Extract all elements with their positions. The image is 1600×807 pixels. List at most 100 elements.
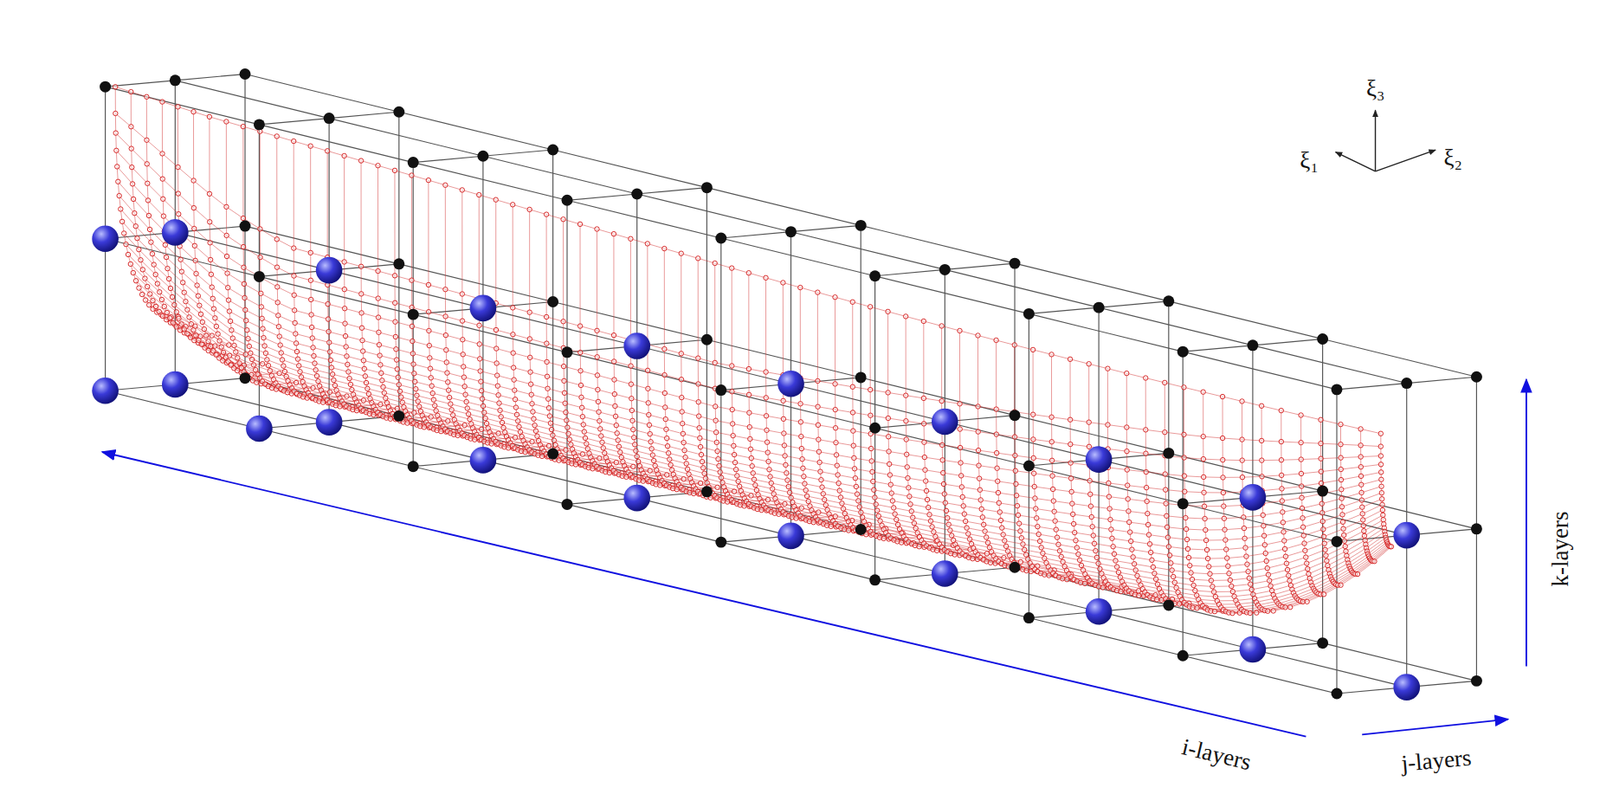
hull-point: [1239, 437, 1245, 442]
hull-point: [308, 277, 313, 283]
hull-point: [611, 332, 616, 337]
hull-point: [341, 306, 347, 311]
lattice-line: [706, 187, 708, 341]
hull-point: [358, 264, 363, 269]
hull-point: [1110, 544, 1116, 549]
hull-point: [729, 265, 734, 271]
hull-point: [633, 448, 639, 453]
lattice-line: [329, 118, 484, 157]
hull-point: [679, 409, 684, 414]
hull-point: [619, 454, 624, 459]
hull-point: [585, 446, 590, 452]
hull-point: [628, 363, 633, 368]
hull-point: [393, 319, 398, 324]
hull-point: [566, 431, 571, 436]
hull-point: [910, 515, 916, 520]
hull-point: [138, 257, 143, 262]
hull-point: [579, 405, 584, 410]
hull-point: [291, 138, 297, 143]
hull-point: [324, 148, 330, 154]
hull-point: [535, 433, 540, 439]
hull-point: [310, 345, 316, 350]
hull-point: [217, 338, 222, 343]
hull-point: [296, 363, 301, 368]
hull-point: [1105, 366, 1110, 371]
hull-point: [1242, 535, 1247, 541]
hull-point: [1051, 498, 1056, 504]
hull-point: [984, 535, 989, 540]
hull-point: [224, 119, 229, 124]
hull-point: [309, 312, 314, 317]
hull-point: [1264, 558, 1269, 563]
hull-point: [207, 219, 213, 225]
hull-point: [1090, 533, 1096, 538]
hull-point: [1245, 561, 1250, 567]
hull-point: [730, 432, 736, 438]
hull-point: [140, 267, 145, 272]
lattice-line: [398, 111, 400, 265]
hull-point: [798, 419, 803, 425]
hull-point: [412, 379, 417, 384]
hull-point: [312, 361, 317, 366]
hull-point: [347, 375, 352, 381]
hull-point: [823, 503, 828, 508]
hull-point: [531, 416, 536, 421]
hull-point: [801, 474, 807, 479]
lattice-line: [860, 225, 1015, 264]
hull-point: [1023, 552, 1028, 557]
hull-point: [1162, 487, 1168, 492]
hull-point: [512, 387, 517, 393]
hull-point: [178, 257, 183, 262]
hull-point: [393, 347, 399, 352]
hull-point: [959, 484, 964, 490]
hull-point: [483, 415, 488, 420]
hull-point: [446, 394, 452, 400]
hull-line: [378, 165, 449, 424]
hull-point: [1069, 489, 1074, 494]
hull-point: [1241, 525, 1246, 530]
hull-point: [1019, 535, 1024, 541]
hull-line: [141, 294, 1386, 597]
hull-point: [551, 438, 556, 443]
hull-point: [342, 333, 348, 338]
hull-point: [136, 285, 142, 291]
hull-point: [463, 392, 468, 397]
hull-point: [678, 377, 684, 382]
hull-point: [1298, 439, 1304, 445]
hull-point: [872, 495, 878, 500]
hull-point: [115, 164, 120, 169]
hull-point: [399, 394, 404, 400]
hull-line: [128, 254, 1383, 567]
hull-point: [259, 316, 265, 321]
hull-point: [1183, 515, 1188, 520]
hull-point: [942, 500, 948, 505]
hull-point: [499, 419, 504, 425]
lattice-line: [567, 503, 722, 542]
hull-point: [652, 463, 658, 468]
hull-point: [856, 498, 861, 504]
hull-line: [1380, 433, 1392, 548]
hull-point: [998, 517, 1003, 523]
hull-line: [664, 248, 735, 494]
hull-point: [397, 388, 402, 394]
hull-point: [851, 443, 856, 448]
hull-point: [982, 529, 988, 534]
lattice-line: [721, 541, 876, 581]
hull-point: [1068, 476, 1073, 481]
hull-point: [264, 357, 270, 362]
hull-point: [113, 130, 118, 136]
hull-point: [329, 371, 335, 376]
hull-point: [1054, 535, 1059, 540]
hull-point: [754, 487, 759, 492]
hull-point: [923, 488, 929, 493]
hull-point: [1282, 546, 1287, 551]
hull-point: [467, 416, 472, 421]
hull-point: [578, 349, 583, 355]
hull-line: [148, 304, 1387, 605]
hull-point: [145, 180, 150, 186]
hull-point: [1013, 481, 1019, 486]
hull-point: [1018, 559, 1023, 564]
hull-point: [967, 536, 972, 542]
hull-point: [274, 134, 279, 139]
